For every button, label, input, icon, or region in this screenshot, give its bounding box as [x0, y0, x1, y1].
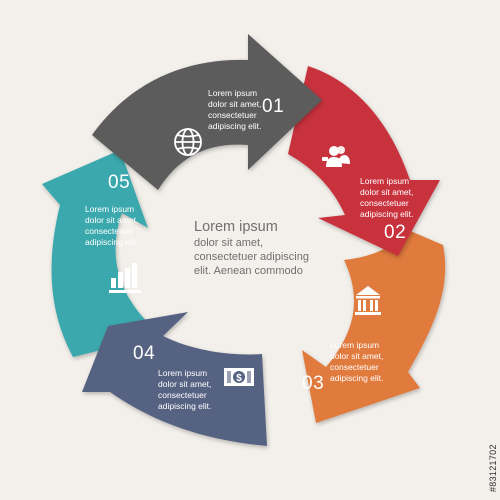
segment-01-number: 01 [262, 96, 285, 117]
segment-04-arrow [82, 312, 267, 446]
segment-01-text: Lorem ipsum dolor sit amet, consectetuer… [208, 88, 262, 131]
center-line: consectetuer adipiscing [194, 251, 309, 263]
segment-04-text: Lorem ipsum dolor sit amet, consectetuer… [158, 368, 212, 411]
segment-05-number: 05 [108, 172, 131, 193]
segment-03-number: 03 [302, 373, 325, 394]
stock-id: #83121702 [484, 388, 498, 494]
center-title: Lorem ipsum [194, 219, 278, 235]
segment-01-arrow [92, 34, 322, 190]
segment-03-arrow [302, 230, 446, 423]
segment-04-number: 04 [133, 343, 156, 364]
center-line: elit. Aenean commodo [194, 265, 303, 277]
center-line: dolor sit amet, [194, 237, 264, 249]
center-text: Lorem ipsum dolor sit amet, consectetuer… [194, 218, 334, 278]
globe-icon [174, 128, 202, 156]
segment-02-arrow [288, 66, 440, 256]
bank-icon [355, 286, 381, 315]
segment-02-number: 02 [384, 222, 407, 243]
money-icon: $ [224, 368, 254, 386]
users-icon [322, 146, 350, 167]
segment-03-text: Lorem ipsum dolor sit amet, consectetuer… [330, 340, 384, 383]
segment-05-arrow [42, 150, 162, 357]
segment-02-text: Lorem ipsum dolor sit amet, consectetuer… [360, 176, 414, 219]
svg-text:$: $ [236, 373, 242, 384]
segment-05-text: Lorem ipsum dolor sit amet, consectetuer… [85, 204, 139, 247]
stock-id-label: #83121702 [488, 444, 498, 492]
bar-chart-icon [109, 263, 141, 293]
